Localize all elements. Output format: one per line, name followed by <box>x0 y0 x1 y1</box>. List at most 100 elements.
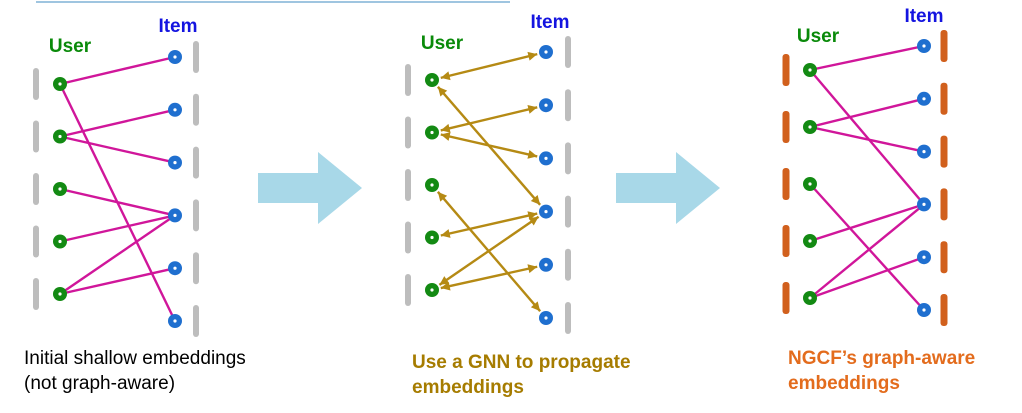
panel-ngcf-item-embedding-1 <box>940 30 948 62</box>
panel-initial-edge-1 <box>59 55 176 86</box>
panel-ngcf-user-node-3 <box>803 177 817 191</box>
panel-initial-user-node-4 <box>53 234 67 249</box>
panel-gnn-item-node-2-dot <box>544 103 548 107</box>
caption-ngcf-line1: NGCF’s graph-aware <box>788 348 976 369</box>
panel-ngcf-item-node-4 <box>917 197 931 212</box>
panel-gnn-edge-5-item-arrowhead <box>530 301 541 312</box>
panel-gnn-user-node-5-dot <box>430 288 434 292</box>
panel-initial-item-node-1 <box>168 50 182 64</box>
panel-gnn-user-embedding-4 <box>405 221 411 254</box>
panel-initial-user-node-3 <box>53 182 67 196</box>
panel-initial-item-node-1-dot <box>173 55 177 59</box>
panel-ngcf-user-embedding-1 <box>782 54 790 86</box>
panel-gnn-edge-2-item-arrowhead <box>530 195 541 205</box>
panel-initial-item-node-3 <box>168 155 182 170</box>
panel-gnn-user-node-3 <box>425 178 439 192</box>
panel-initial-item-embedding-4 <box>193 199 199 232</box>
panel-ngcf-user-node-2-dot <box>808 125 812 129</box>
panel-initial-user-embedding-2 <box>33 120 39 153</box>
panel-gnn-user-embedding-1 <box>405 64 411 96</box>
panel-initial-item-embedding-6 <box>193 305 199 337</box>
panel-initial-user-node-5 <box>53 287 67 301</box>
panel-ngcf-item-node-4-dot <box>922 202 926 206</box>
caption-gnn-line2: embeddings <box>412 377 524 398</box>
panel-initial-user-node-1 <box>53 77 67 91</box>
panel-initial-user-embedding-4 <box>33 225 39 258</box>
panel-ngcf-user-node-1 <box>803 63 817 77</box>
caption-gnn-line1: Use a GNN to propagate <box>412 352 631 373</box>
panel-ngcf-user-label: User <box>797 26 840 47</box>
panel-gnn-item-node-4-dot <box>544 210 548 214</box>
panel-ngcf-edge-3 <box>809 97 925 129</box>
panel-ngcf-item-node-6 <box>917 303 931 317</box>
panel-gnn-item-embedding-5 <box>565 248 571 281</box>
panel-gnn-user-embedding-2 <box>405 116 411 149</box>
panel-gnn-user-node-1 <box>425 73 439 87</box>
panel-initial-user-embedding-5 <box>33 278 39 310</box>
panel-gnn-item-node-1 <box>539 45 553 59</box>
panel-initial-edge-3 <box>59 108 176 138</box>
panel-ngcf-edge-2 <box>809 69 925 206</box>
panel-ngcf-edge-4 <box>809 125 925 153</box>
panel-gnn-user-embedding-3 <box>405 169 411 201</box>
caption-ngcf: NGCF’s graph-aware embeddings <box>788 346 975 396</box>
panel-gnn-item-node-4 <box>539 204 553 219</box>
panel-gnn-edge-1-item-arrowhead <box>527 51 538 61</box>
panel-initial-item-node-5-dot <box>173 266 177 270</box>
panel-gnn-user-node-4-dot <box>430 235 434 240</box>
panel-ngcf-item-embedding-2 <box>940 82 948 115</box>
panel-ngcf-item-node-2-dot <box>922 97 926 101</box>
panel-gnn-item-node-6-dot <box>544 316 548 320</box>
panel-gnn-edge-7 <box>438 215 540 286</box>
panel-ngcf-item-embedding-6 <box>940 294 948 326</box>
panel-gnn-item-node-5 <box>539 257 553 272</box>
panel-gnn-item-node-1-dot <box>544 50 548 54</box>
panel-initial-user-node-1-dot <box>58 82 62 86</box>
panel-ngcf-user-node-4-dot <box>808 239 812 243</box>
panel-ngcf-edge-8 <box>809 256 925 300</box>
panel-gnn-edge-6 <box>440 211 538 238</box>
panel-gnn-user-node-2 <box>425 125 439 140</box>
panel-ngcf-user-node-1-dot <box>808 68 812 72</box>
panel-ngcf-item-embedding-5 <box>940 241 948 274</box>
panel-gnn-edge-4 <box>440 132 538 159</box>
panel-gnn-item-node-2 <box>539 98 553 113</box>
panel-gnn-item-embedding-1 <box>565 36 571 68</box>
panel-ngcf-user-node-4 <box>803 234 817 248</box>
panel-ngcf-edge-7 <box>809 203 925 299</box>
panel-ngcf-item-node-3 <box>917 144 931 159</box>
panel-ngcf-user-embedding-3 <box>782 168 790 200</box>
panel-gnn-edge-3 <box>440 105 538 133</box>
panel-initial-user-embedding-3 <box>33 173 39 205</box>
panel-initial-edge-4 <box>59 135 176 164</box>
panel-gnn-edge-6-item-arrowhead <box>527 211 538 220</box>
panel-ngcf-item-node-1-dot <box>922 44 926 48</box>
caption-ngcf-line2: embeddings <box>788 373 900 394</box>
panel-initial-item-node-5 <box>168 261 182 276</box>
panel-gnn-user-node-4 <box>425 230 439 245</box>
panel-ngcf-item-embedding-4 <box>940 188 948 221</box>
panel-initial-user-node-3-dot <box>58 187 62 191</box>
panel-ngcf-edge-6 <box>809 203 925 243</box>
panel-gnn-item-node-6 <box>539 311 553 325</box>
panel-ngcf-user-embedding-4 <box>782 225 790 257</box>
panel-gnn-edge-2-user-arrowhead <box>437 86 448 97</box>
panel-gnn-edge-1-user-arrowhead <box>440 71 451 81</box>
panel-gnn-edge-4-line <box>440 133 538 158</box>
panel-initial-user-label: User <box>49 36 92 57</box>
panel-initial-item-node-6-dot <box>173 319 177 323</box>
panel-initial-item-embedding-3 <box>193 146 199 179</box>
panel-gnn-item-label: Item <box>530 12 569 33</box>
panel-ngcf-user-node-3-dot <box>808 182 812 186</box>
panel-initial-item-embedding-2 <box>193 93 199 126</box>
panel-gnn-user-node-5 <box>425 283 439 297</box>
panel-initial-user-node-2-dot <box>58 134 62 139</box>
panel-gnn-user-node-2-dot <box>430 130 434 135</box>
panel-ngcf-user-node-2 <box>803 120 817 134</box>
panel-ngcf-user-embedding-5 <box>782 282 790 314</box>
panel-gnn-item-embedding-4 <box>565 195 571 228</box>
panel-ngcf-user-node-5 <box>803 291 817 305</box>
panel-initial-user-node-2 <box>53 129 67 144</box>
panel-gnn-edge-8 <box>440 264 538 291</box>
